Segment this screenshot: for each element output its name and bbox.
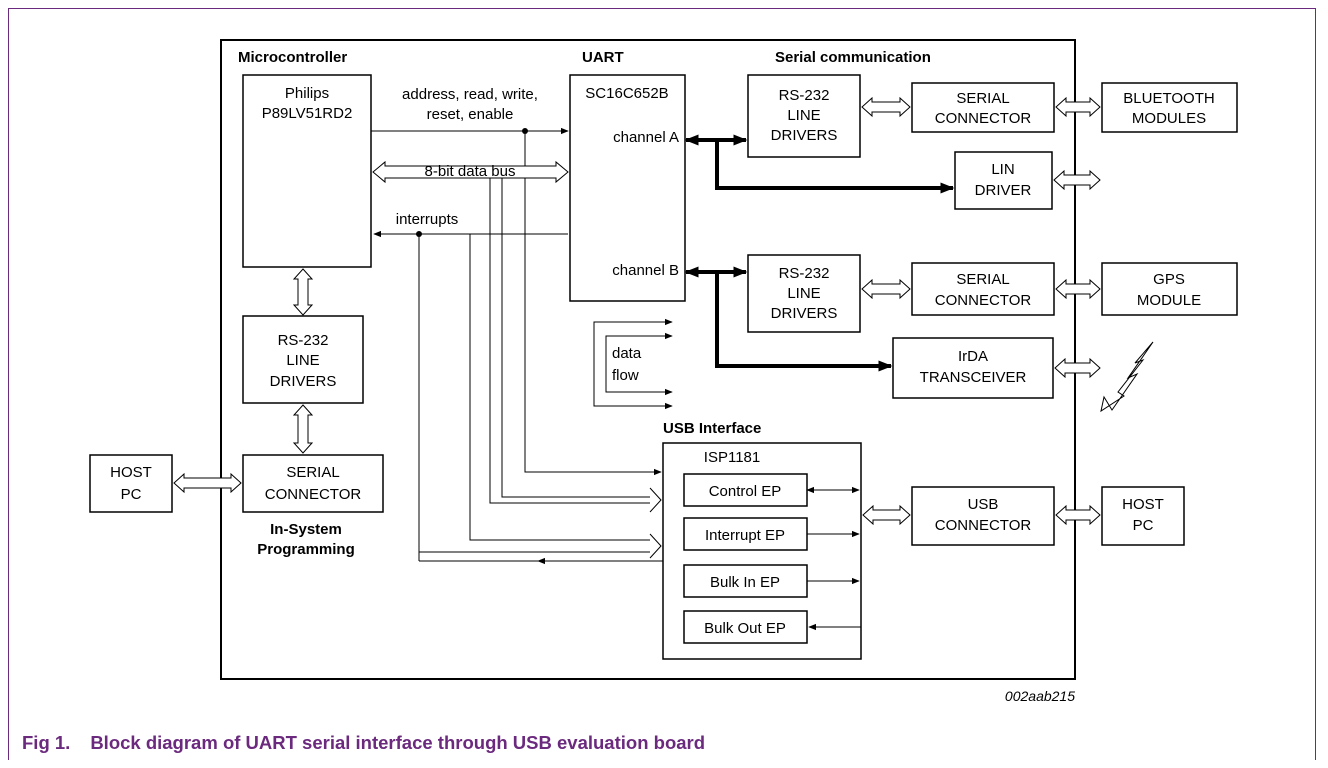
lin-driver-block: LIN DRIVER [954,151,1053,210]
usb-connector-line2: CONNECTOR [935,517,1032,534]
serial-connector-top-line2: CONNECTOR [935,110,1032,127]
host-pc-right-line2: PC [1133,517,1154,534]
mcu-label-line2: P89LV51RD2 [262,105,353,122]
gps-line2: MODULE [1137,292,1201,309]
rs232-left-line3: DRIVERS [270,373,337,390]
usb-interface-heading: USB Interface [663,420,761,437]
rs232-top-line2: LINE [787,107,820,124]
hollow-arrow-mcu-rs232 [292,268,314,316]
serial-connector-mid-block: SERIAL CONNECTOR [911,262,1055,316]
hollow-arrows [173,96,1101,526]
serial-connector-top-block: SERIAL CONNECTOR [911,82,1055,133]
channel-b-links [684,266,893,372]
hollow-arrow-irda-edge [1054,357,1101,379]
rs232-top-block: RS-232 LINE DRIVERS [747,74,861,158]
data-bus-label: 8-bit data bus [425,163,516,180]
host-pc-right-block: HOST PC [1101,486,1185,546]
uart-chip-label: SC16C652B [585,85,668,102]
rs232-mid-line3: DRIVERS [771,305,838,322]
data-bus: 8-bit data bus [372,160,662,513]
channel-a-links [684,134,955,194]
address-control-signal: address, read, write, reset, enable [371,86,662,476]
serial-connector-left-block: SERIAL CONNECTOR [242,454,384,513]
microcontroller-heading: Microcontroller [238,49,347,66]
channel-a-label: channel A [613,129,679,146]
board-border [220,39,1076,680]
lin-line2: DRIVER [975,182,1032,199]
hollow-arrow-rs232-serial-top [861,96,911,118]
data-flow-label-line2: flow [612,367,639,384]
figure-code: 002aab215 [1005,688,1075,704]
hollow-arrow-serial-gps [1055,278,1101,300]
control-ep-label: Control EP [709,483,782,500]
host-pc-left-line1: HOST [110,464,152,481]
rs232-left-block: RS-232 LINE DRIVERS [242,315,364,404]
bulk-in-ep-box [683,564,808,598]
gps-line1: GPS [1153,271,1185,288]
uart-heading: UART [582,49,624,66]
usb-connector-block: USB CONNECTOR [911,486,1055,546]
hollow-arrow-usb-hostpc [1055,504,1101,526]
isp1181-label: ISP1181 [704,449,760,466]
data-flow-legend: data flow [593,318,673,410]
interrupts-signal: interrupts [373,211,663,565]
control-ep-box [683,473,808,507]
figure-number: Fig 1. [22,732,71,753]
figure-frame [8,8,1316,760]
channel-b-label: channel B [612,262,679,279]
bulk-out-ep-label: Bulk Out EP [704,620,786,637]
serial-connector-top-line1: SERIAL [956,90,1009,107]
bluetooth-modules-block: BLUETOOTH MODULES [1101,82,1238,133]
serial-connector-left-line2: CONNECTOR [265,486,362,503]
rs232-mid-line1: RS-232 [779,265,830,282]
rs232-mid-block: RS-232 LINE DRIVERS [747,254,861,333]
lin-line1: LIN [991,161,1014,178]
figure-caption: Fig 1. Block diagram of UART serial inter… [22,732,705,754]
rs232-top-line3: DRIVERS [771,127,838,144]
uart-block: SC16C652B channel A channel B [569,74,686,302]
usb-connector-line1: USB [968,496,999,513]
bluetooth-line2: MODULES [1132,110,1206,127]
serial-connector-mid-line1: SERIAL [956,271,1009,288]
irda-transceiver-block: IrDA TRANSCEIVER [892,337,1054,399]
host-pc-right-line1: HOST [1122,496,1164,513]
bluetooth-line1: BLUETOOTH [1123,90,1214,107]
serial-connector-mid-line2: CONNECTOR [935,292,1032,309]
figure-caption-text: Block diagram of UART serial interface t… [90,732,706,753]
hollow-arrow-rs232-serial-mid [861,278,911,300]
hollow-arrow-lin-edge [1053,169,1101,191]
serial-connector-left-line1: SERIAL [286,464,339,481]
irda-line2: TRANSCEIVER [920,369,1027,386]
bulk-out-ep-box [683,610,808,644]
hollow-arrow-serial-bluetooth [1055,96,1101,118]
irda-line1: IrDA [958,348,988,365]
mcu-label-line1: Philips [285,85,329,102]
address-label-line2: reset, enable [427,106,514,123]
isp-heading-line2: Programming [257,541,355,558]
data-flow-label-line1: data [612,345,642,362]
hollow-arrow-hostpc-serial-left [173,472,242,494]
gps-module-block: GPS MODULE [1101,262,1238,316]
host-pc-left-block: HOST PC [89,454,173,513]
isp-heading-line1: In-System [270,521,342,538]
rs232-top-line1: RS-232 [779,87,830,104]
interrupt-ep-box [683,517,808,551]
host-pc-left-line2: PC [121,486,142,503]
endpoint-arrows [806,486,861,631]
microcontroller-block: Philips P89LV51RD2 [242,74,372,268]
rs232-left-line2: LINE [286,352,319,369]
bulk-in-ep-label: Bulk In EP [710,574,780,591]
rs232-mid-line2: LINE [787,285,820,302]
usb-interface-block: ISP1181 Control EP Interrupt EP Bulk In … [662,442,862,660]
rs232-left-line1: RS-232 [278,332,329,349]
interrupt-ep-label: Interrupt EP [705,527,785,544]
serial-communication-heading: Serial communication [775,49,931,66]
interrupts-label: interrupts [396,211,459,228]
address-label-line1: address, read, write, [402,86,538,103]
hollow-arrow-rs232-serial-left [292,404,314,454]
infrared-lightning-icon [1100,341,1154,413]
hollow-arrow-usb-connector [862,504,911,526]
